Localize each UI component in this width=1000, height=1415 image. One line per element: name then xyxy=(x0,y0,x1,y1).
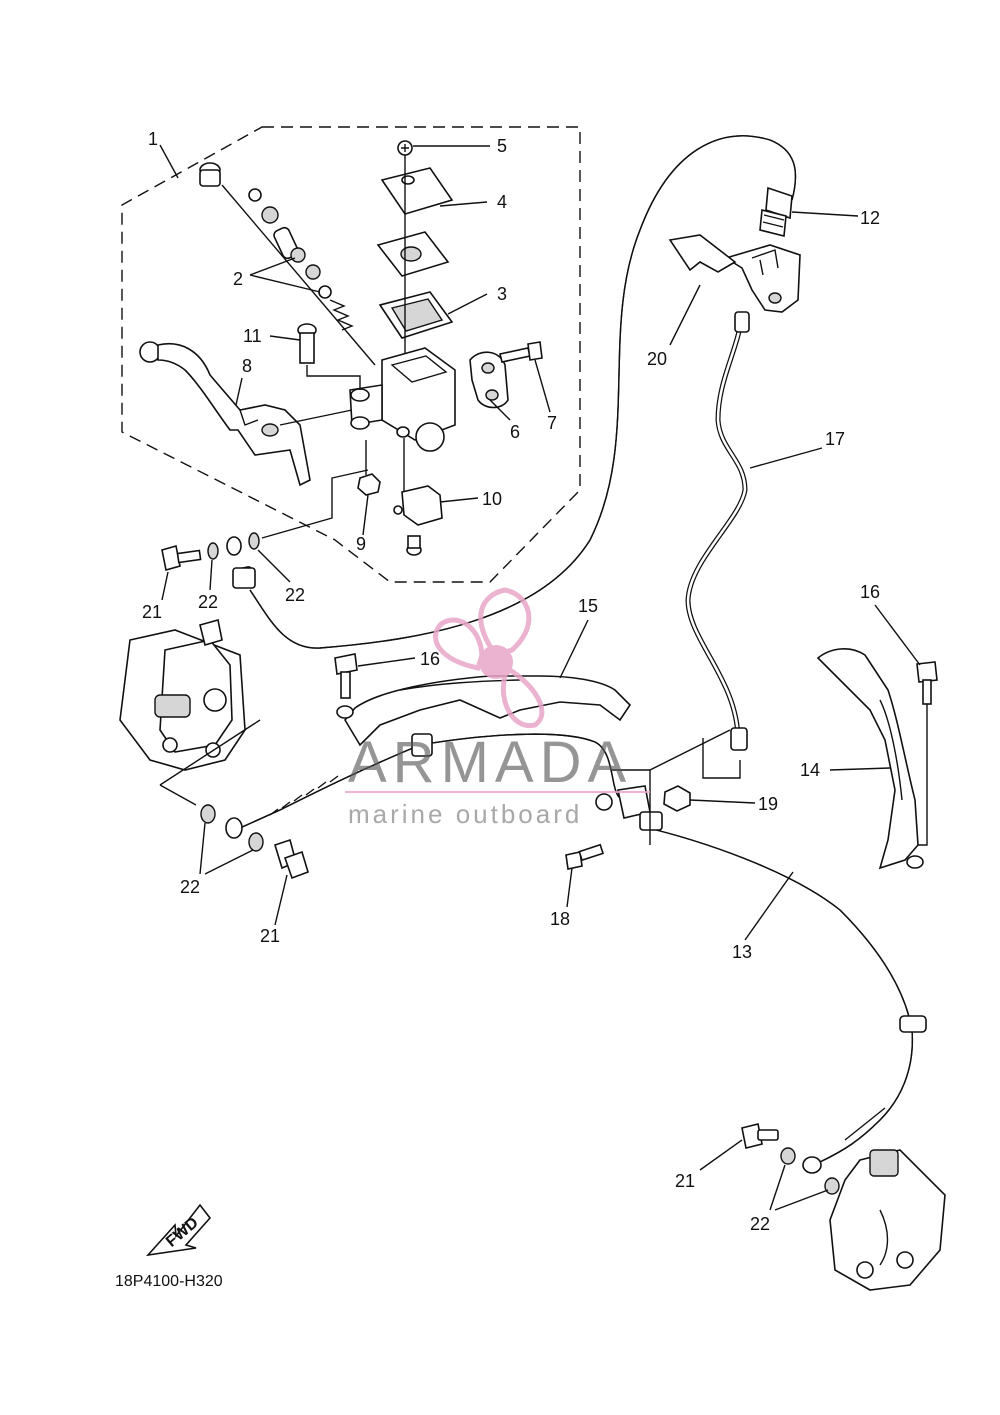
callout-15: 15 xyxy=(578,596,598,616)
brake-pipe xyxy=(685,311,750,779)
callout-13: 13 xyxy=(732,942,752,962)
callout-7: 7 xyxy=(547,413,557,433)
clamp-bolt xyxy=(499,341,543,363)
callout-6: 6 xyxy=(510,422,520,442)
callout-8: 8 xyxy=(242,356,252,376)
right-brake-caliper xyxy=(829,1149,946,1291)
forward-direction-arrow: FWD xyxy=(145,1203,212,1257)
brake-switch xyxy=(393,438,443,556)
armada-watermark: ARMADA marine outboard xyxy=(345,587,650,829)
callout-9: 9 xyxy=(356,534,366,554)
callout-22-left: 22 xyxy=(180,877,200,897)
bolt-16-left xyxy=(334,653,358,699)
callout-21-top: 21 xyxy=(142,602,162,622)
callout-12: 12 xyxy=(860,208,880,228)
hose-bracket xyxy=(724,244,801,313)
clamp-holder xyxy=(469,351,509,409)
bolt-16-right xyxy=(916,661,938,846)
callout-22-top-a: 22 xyxy=(198,592,218,612)
nut-9 xyxy=(357,440,381,496)
nut-19 xyxy=(663,785,691,812)
callout-labels: 1 2 3 4 5 6 7 8 9 10 11 12 13 14 15 16 1… xyxy=(142,129,880,1234)
callout-19: 19 xyxy=(758,794,778,814)
right-lower-fittings xyxy=(741,1123,840,1195)
callout-5: 5 xyxy=(497,136,507,156)
callout-21-left: 21 xyxy=(260,926,280,946)
hose-fitting-12 xyxy=(759,186,793,238)
callout-11: 11 xyxy=(243,326,262,346)
watermark-title: ARMADA xyxy=(348,730,632,795)
upper-hose-ferrule xyxy=(232,567,256,589)
callout-3: 3 xyxy=(497,284,507,304)
bolt-18 xyxy=(565,843,605,870)
callout-4: 4 xyxy=(497,192,507,212)
callout-22-right: 22 xyxy=(750,1214,770,1234)
propeller-logo-icon xyxy=(433,587,545,729)
callout-2: 2 xyxy=(233,269,243,289)
callout-10: 10 xyxy=(482,489,502,509)
clip-20 xyxy=(668,234,737,273)
middle-brake-hose xyxy=(225,733,621,839)
drawing-code: 18P4100-H320 xyxy=(115,1273,223,1290)
reservoir-cap-stack xyxy=(376,140,454,360)
left-brake-caliper xyxy=(119,618,261,806)
lever-pivot-bolt xyxy=(297,323,361,390)
callout-17: 17 xyxy=(825,429,845,449)
brake-lever xyxy=(139,341,353,487)
callout-14: 14 xyxy=(800,760,820,780)
upper-banjo-fitting xyxy=(161,469,369,588)
assembly-boundary xyxy=(121,126,581,583)
upper-brake-hose xyxy=(249,135,797,649)
leader-lines xyxy=(159,144,921,1211)
watermark-subtitle: marine outboard xyxy=(348,799,582,829)
lower-brake-hose xyxy=(639,825,927,1174)
three-way-joint xyxy=(595,729,731,845)
hose-guide-14 xyxy=(816,648,924,870)
piston-kit xyxy=(199,162,376,366)
callout-16-left: 16 xyxy=(420,649,440,669)
hose-guide-15 xyxy=(336,675,632,747)
callout-18: 18 xyxy=(550,909,570,929)
master-cylinder-body xyxy=(349,347,456,452)
callout-20: 20 xyxy=(647,349,667,369)
left-lower-fittings xyxy=(200,804,309,880)
callout-1: 1 xyxy=(148,129,158,149)
callout-16-right: 16 xyxy=(860,582,880,602)
callout-22-top-b: 22 xyxy=(285,585,305,605)
callout-21-right: 21 xyxy=(675,1171,695,1191)
